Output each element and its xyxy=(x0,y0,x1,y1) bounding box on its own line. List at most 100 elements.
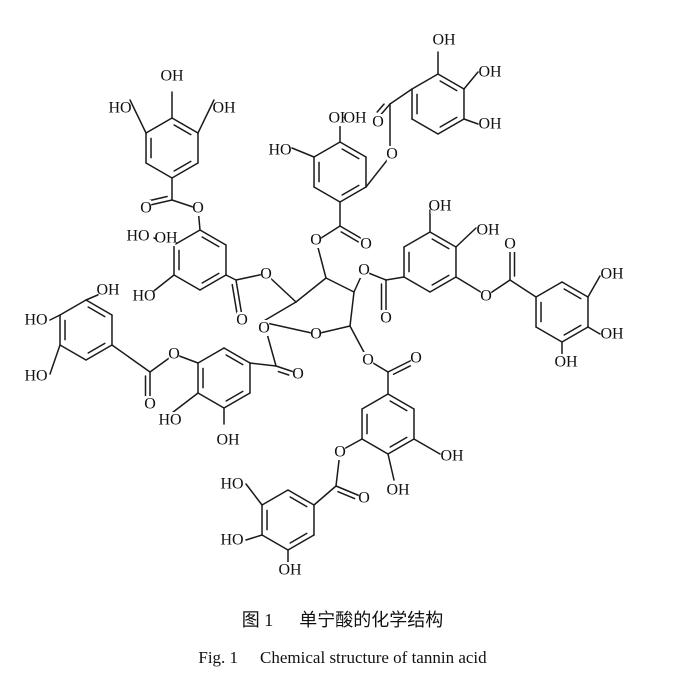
ring-right-inner-inner-0 xyxy=(431,238,450,250)
ring-bottom-inner-inner-2 xyxy=(389,436,408,448)
glucose-bond xyxy=(325,277,355,293)
ring-top-right-outer-edge-3 xyxy=(411,118,439,135)
bond xyxy=(587,275,601,298)
bond xyxy=(249,362,277,367)
oh-label: HO xyxy=(126,228,149,245)
oh-label: HO xyxy=(158,412,181,429)
ring-top-left-outer-edge-3 xyxy=(145,162,173,179)
oh-label-bg xyxy=(280,562,300,578)
ring-top-left-outer-edge-5 xyxy=(145,117,173,134)
carbonyl-oxygen-bg xyxy=(410,350,422,366)
bond xyxy=(455,276,485,295)
oh-label-bg xyxy=(134,288,154,304)
caption-chinese-title: 单宁酸的化学结构 xyxy=(299,610,444,630)
oh-label-bg xyxy=(442,448,462,464)
carbonyl-oxygen: O xyxy=(360,236,372,253)
ring-bottom-outer-inner-2 xyxy=(289,532,308,544)
oh-label-bg xyxy=(388,482,408,498)
oh-label: HO xyxy=(132,288,155,305)
oh-label: OH xyxy=(478,116,502,133)
carbonyl-bond xyxy=(235,279,243,317)
ring-top-center-inner-0 xyxy=(341,148,360,160)
ring-top-left-outer-inner-2 xyxy=(173,160,192,172)
ring-left-outer-edge-3 xyxy=(59,344,87,361)
bond xyxy=(245,534,263,541)
ring-bottom-inner-inner-0 xyxy=(389,400,408,412)
ring-top-right-outer-edge-0 xyxy=(437,73,465,90)
ring-right-outer-inner-0 xyxy=(563,288,582,300)
ring-bottom-outer-edge-3 xyxy=(261,534,289,551)
bond xyxy=(235,273,265,281)
ring-top-right-outer-inner-0 xyxy=(439,80,458,92)
bond xyxy=(291,147,315,158)
oh-label-bg xyxy=(434,32,454,48)
bond xyxy=(587,326,601,335)
oh-label: OH xyxy=(554,354,578,371)
ring-right-inner-edge-0 xyxy=(429,231,457,248)
bond-layer xyxy=(49,51,601,567)
oh-label-bg xyxy=(270,142,290,158)
oh-label: OH xyxy=(600,326,624,343)
ring-right-outer-inner-2 xyxy=(563,324,582,336)
ring-top-left-inner-edge-3 xyxy=(173,274,201,291)
carbonyl-oxygen-bg xyxy=(360,236,372,252)
ring-top-left-inner-inner-0 xyxy=(201,236,220,248)
bond xyxy=(225,274,237,281)
ester-oxygen: O xyxy=(310,232,322,249)
carbonyl-bond xyxy=(335,485,361,497)
caption-english-number: Fig. 1 xyxy=(198,648,239,667)
oh-label-bg xyxy=(156,230,176,246)
ring-bottom-outer-edge-2 xyxy=(287,534,315,551)
oh-label: OH xyxy=(154,230,178,247)
ring-top-center-edge-0 xyxy=(339,141,367,158)
ester-oxygen: O xyxy=(192,200,204,217)
glucose-bond xyxy=(315,325,351,335)
oh-label: OH xyxy=(216,432,240,449)
oh-label: OH xyxy=(96,282,120,299)
bond xyxy=(313,485,337,506)
oh-label: HO xyxy=(24,368,47,385)
caption-chinese: 图 1 单宁酸的化学结构 xyxy=(0,606,685,632)
carbonyl-oxygen-bg xyxy=(236,312,248,328)
ring-left-inner-edge-3 xyxy=(197,392,225,409)
bond xyxy=(49,344,61,375)
ring-top-left-outer-inner-0 xyxy=(173,124,192,136)
carbonyl-bond-double xyxy=(392,365,412,375)
ring-bottom-inner-edge-2 xyxy=(387,438,415,455)
carbonyl-oxygen: O xyxy=(358,490,370,507)
ester-oxygen: O xyxy=(334,444,346,461)
bond xyxy=(463,71,479,90)
ring-top-left-inner-inner-2 xyxy=(201,272,220,284)
ester-oxygen: O xyxy=(258,320,270,337)
bond xyxy=(389,88,413,105)
ester-oxygen-bg xyxy=(310,232,322,248)
ring-left-inner-edge-2 xyxy=(223,392,251,409)
ester-oxygen-bg xyxy=(386,146,398,162)
caption-chinese-number: 图 1 xyxy=(241,610,274,630)
bond xyxy=(387,453,395,481)
carbonyl-oxygen-bg xyxy=(358,490,370,506)
oh-label: OH xyxy=(440,448,464,465)
glucose-bond xyxy=(261,321,317,335)
ring-top-left-outer-edge-2 xyxy=(171,162,199,179)
oh-label-bg xyxy=(345,110,365,126)
ester-oxygen: O xyxy=(260,266,272,283)
oh-label: OH xyxy=(278,562,302,579)
ester-oxygen: O xyxy=(358,262,370,279)
carbonyl-oxygen-bg xyxy=(144,396,156,412)
ring-bottom-outer-inner-0 xyxy=(289,496,308,508)
ring-top-center-edge-3 xyxy=(313,186,341,203)
oh-label-bg xyxy=(330,110,350,126)
ester-oxygen-bg xyxy=(168,346,180,362)
bond xyxy=(317,225,341,241)
carbonyl-oxygen: O xyxy=(236,312,248,329)
oh-label-bg xyxy=(556,354,576,370)
ring-right-inner-edge-2 xyxy=(429,276,457,293)
carbonyl-oxygen-bg xyxy=(380,310,392,326)
ring-left-inner-inner-0 xyxy=(225,354,244,366)
carbonyl-bond xyxy=(387,359,413,373)
caption-english-title: Chemical structure of tannin acid xyxy=(260,648,487,667)
bond xyxy=(413,438,441,455)
carbonyl-bond-double xyxy=(376,103,385,113)
